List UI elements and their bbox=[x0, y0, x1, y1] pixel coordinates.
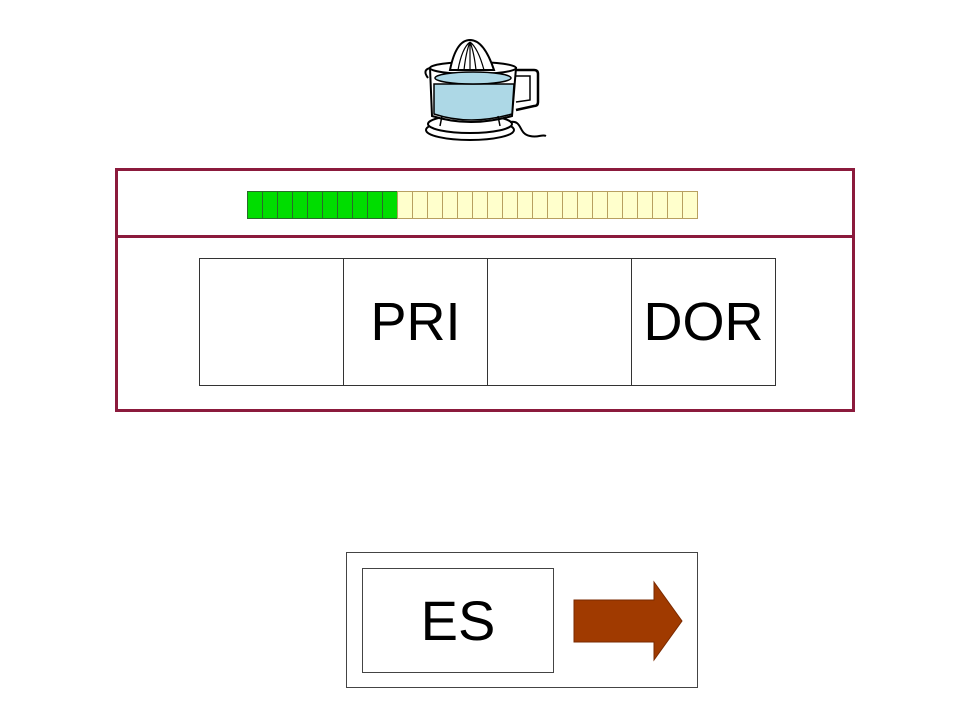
progress-segment-pending bbox=[577, 191, 593, 219]
syllable-slot-2[interactable]: PRI bbox=[343, 258, 488, 386]
progress-segment-pending bbox=[667, 191, 683, 219]
progress-area bbox=[118, 171, 852, 238]
progress-segment-pending bbox=[427, 191, 443, 219]
progress-segment-complete bbox=[307, 191, 323, 219]
progress-segment-complete bbox=[292, 191, 308, 219]
progress-segment-pending bbox=[487, 191, 503, 219]
progress-segment-pending bbox=[502, 191, 518, 219]
progress-segment-pending bbox=[547, 191, 563, 219]
progress-bar bbox=[247, 191, 698, 219]
progress-segment-pending bbox=[592, 191, 608, 219]
progress-segment-pending bbox=[517, 191, 533, 219]
progress-segment-pending bbox=[652, 191, 668, 219]
progress-segment-pending bbox=[442, 191, 458, 219]
syllable-slot-1[interactable] bbox=[199, 258, 344, 386]
syllable-row: PRI DOR bbox=[199, 258, 776, 386]
game-board: PRI DOR bbox=[115, 168, 855, 412]
progress-segment-complete bbox=[352, 191, 368, 219]
citrus-juicer-icon bbox=[424, 38, 547, 141]
progress-segment-pending bbox=[532, 191, 548, 219]
progress-segment-pending bbox=[607, 191, 623, 219]
progress-segment-pending bbox=[457, 191, 473, 219]
progress-segment-complete bbox=[382, 191, 398, 219]
progress-segment-pending bbox=[472, 191, 488, 219]
answer-panel: ES bbox=[346, 552, 698, 688]
progress-segment-pending bbox=[562, 191, 578, 219]
progress-segment-complete bbox=[322, 191, 338, 219]
right-arrow-icon[interactable] bbox=[572, 580, 684, 662]
syllable-slot-4[interactable]: DOR bbox=[631, 258, 776, 386]
progress-segment-complete bbox=[247, 191, 263, 219]
progress-segment-complete bbox=[262, 191, 278, 219]
progress-segment-pending bbox=[682, 191, 698, 219]
progress-segment-pending bbox=[397, 191, 413, 219]
progress-segment-pending bbox=[412, 191, 428, 219]
progress-segment-complete bbox=[277, 191, 293, 219]
progress-segment-complete bbox=[337, 191, 353, 219]
progress-segment-pending bbox=[622, 191, 638, 219]
answer-syllable-tile[interactable]: ES bbox=[362, 568, 554, 673]
progress-segment-pending bbox=[637, 191, 653, 219]
progress-segment-complete bbox=[367, 191, 383, 219]
syllable-slot-3[interactable] bbox=[487, 258, 632, 386]
